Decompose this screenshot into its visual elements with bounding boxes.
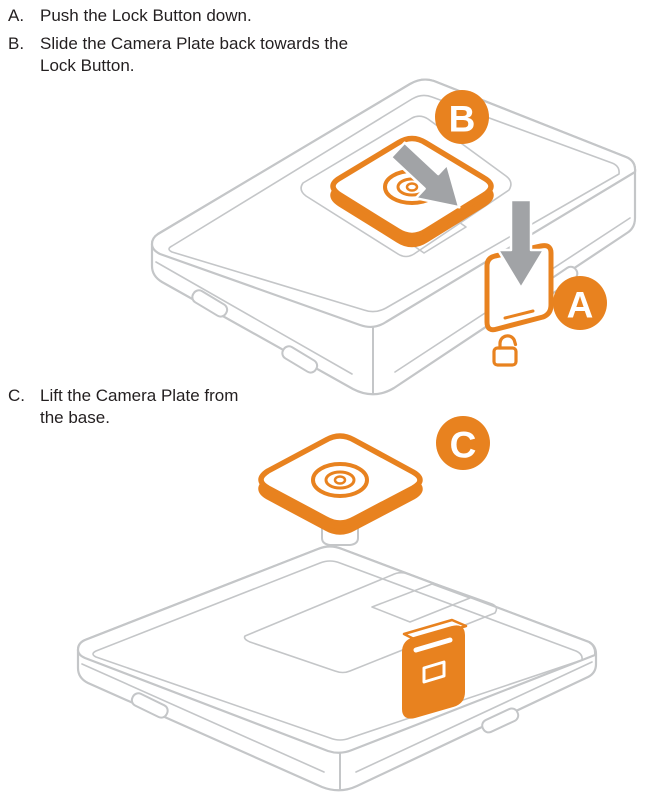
wall-seam-right — [355, 661, 593, 773]
base-foot — [481, 707, 520, 734]
instruction-step-b: B. Slide the Camera Plate back towards t… — [8, 33, 348, 77]
step-a-letter: A. — [8, 6, 25, 25]
step-a-text: Push the Lock Button down. — [40, 5, 252, 27]
camera-plate — [258, 433, 423, 526]
plate-recess — [300, 115, 512, 258]
badge-c: C — [436, 416, 490, 470]
step-c-line-1: Lift the Camera Plate from — [40, 386, 239, 405]
top-face-inset — [92, 560, 583, 741]
plate-ring-inner — [324, 470, 356, 490]
badge-a: A — [553, 276, 607, 330]
step-a-line-1: Push the Lock Button down. — [40, 6, 252, 25]
push-arrow-icon — [496, 198, 546, 290]
plate-ring-outer — [311, 462, 369, 498]
lock-button-slot — [503, 309, 535, 320]
base-foot — [191, 289, 229, 318]
badge-a-label: A — [567, 285, 594, 326]
lock-button — [402, 625, 465, 719]
dock-slot — [371, 583, 471, 623]
camera-plate — [330, 135, 494, 239]
wall-seam-left — [155, 261, 353, 375]
step-b-text: Slide the Camera Plate back towards the … — [40, 33, 348, 77]
illustration-slide-plate: B A — [150, 78, 637, 396]
step-b-line-1: Slide the Camera Plate back towards the — [40, 34, 349, 53]
slide-arrow-icon — [389, 141, 461, 209]
instruction-step-a: A. Push the Lock Button down. — [8, 5, 252, 27]
step-b-letter: B. — [8, 34, 25, 53]
illustration-lift-plate: C — [76, 416, 598, 792]
plate-screw — [333, 475, 347, 485]
base-top-face — [76, 545, 597, 754]
step-b-line-2: Lock Button. — [40, 56, 135, 75]
step-c-text: Lift the Camera Plate from the base. — [40, 385, 238, 429]
badge-b-label: B — [449, 99, 476, 140]
wall-seam-left — [81, 663, 325, 773]
badge-c-label: C — [450, 425, 477, 466]
plate-screw — [405, 182, 419, 192]
base-foot — [130, 692, 169, 719]
base-foot — [281, 345, 319, 374]
lock-button-top-slot — [413, 637, 453, 653]
step-c-letter: C. — [8, 386, 25, 405]
lock-button-notch — [422, 660, 446, 684]
plate-dock-recess — [243, 571, 498, 674]
badge-b: B — [435, 90, 489, 144]
unlock-icon — [492, 334, 518, 367]
step-c-line-2: the base. — [40, 408, 110, 427]
top-face-inset — [168, 94, 620, 313]
instruction-step-c: C. Lift the Camera Plate from the base. — [8, 385, 238, 429]
